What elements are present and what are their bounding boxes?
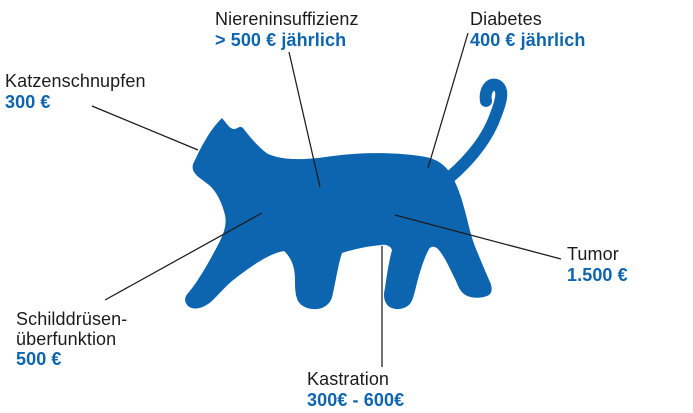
annotation-katzenschnupfen: Katzenschnupfen 300 € (5, 71, 146, 113)
annotation-value: 300€ - 600€ (307, 390, 405, 410)
connector-line-niereninsuffizienz (288, 51, 321, 188)
annotation-label: Tumor (567, 244, 619, 264)
annotation-label: Katzenschnupfen (5, 71, 146, 91)
annotation-value: 1.500 € (567, 265, 628, 285)
annotation-value: 400 € jährlich (470, 30, 586, 50)
annotation-value: 500 € (16, 349, 62, 369)
annotation-niereninsuffizienz: Niereninsuffizienz > 500 € jährlich (215, 9, 359, 51)
annotation-tumor: Tumor 1.500 € (567, 244, 628, 286)
cat-tail-icon (434, 78, 508, 191)
annotation-label: Kastration (307, 369, 390, 389)
annotation-label-line2: überfunktion (16, 329, 117, 349)
annotation-label: Niereninsuffizienz (215, 9, 359, 29)
annotation-label-line1: Schilddrüsen- (16, 309, 128, 329)
annotation-value: 300 € (5, 92, 51, 112)
connector-line-schilddruese (104, 212, 263, 301)
annotation-label: Diabetes (470, 9, 542, 29)
cat-silhouette-icon (185, 118, 492, 310)
annotation-diabetes: Diabetes 400 € jährlich (470, 9, 585, 51)
connector-line-tumor (394, 214, 562, 260)
annotation-value: > 500 € jährlich (215, 30, 347, 50)
connector-line-diabetes (427, 32, 469, 169)
annotation-schilddruesenueberfunktion: Schilddrüsen- überfunktion 500 € (16, 309, 127, 369)
connector-line-katzenschnupfen (91, 105, 199, 151)
annotation-kastration: Kastration 300€ - 600€ (307, 369, 404, 411)
